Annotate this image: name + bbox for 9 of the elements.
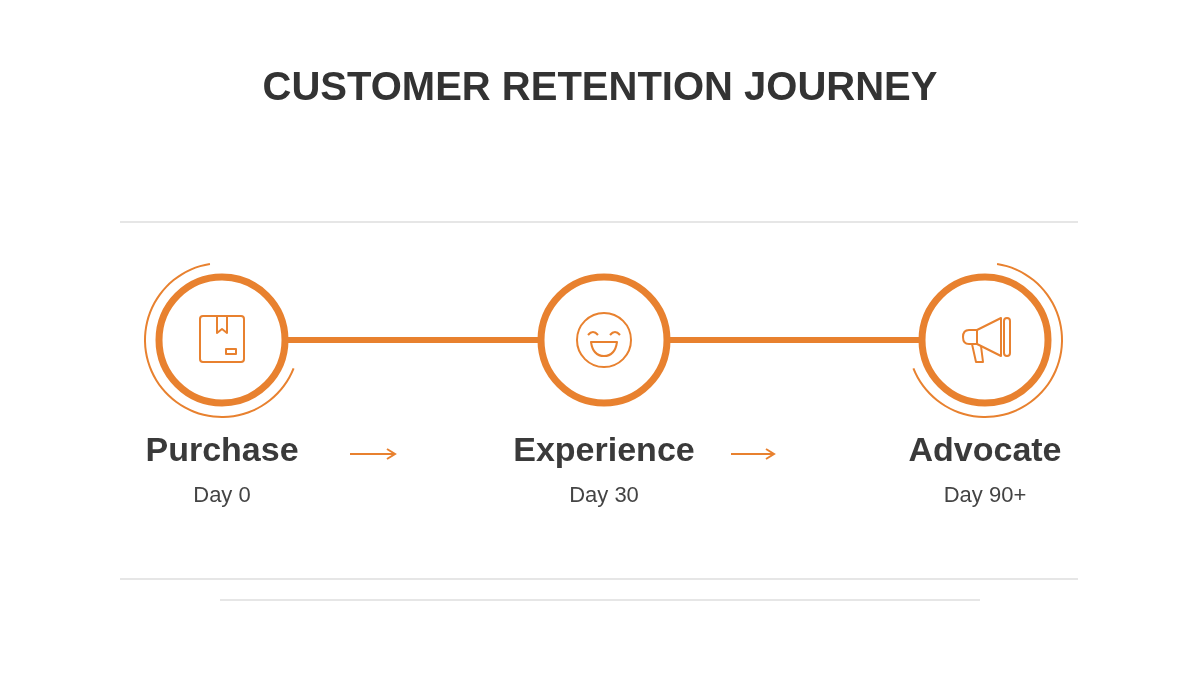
stage-duration: Day 90+ <box>942 482 1028 508</box>
stage-title: Purchase <box>144 430 300 469</box>
stage-duration: Day 30 <box>568 482 640 508</box>
connector-line <box>288 337 538 343</box>
title: CUSTOMER RETENTION JOURNEY <box>261 64 939 109</box>
connector-line <box>670 337 919 343</box>
stage-title: Advocate <box>907 430 1063 469</box>
stage-duration: Day 0 <box>192 482 252 508</box>
stage-title: Experience <box>512 430 696 469</box>
